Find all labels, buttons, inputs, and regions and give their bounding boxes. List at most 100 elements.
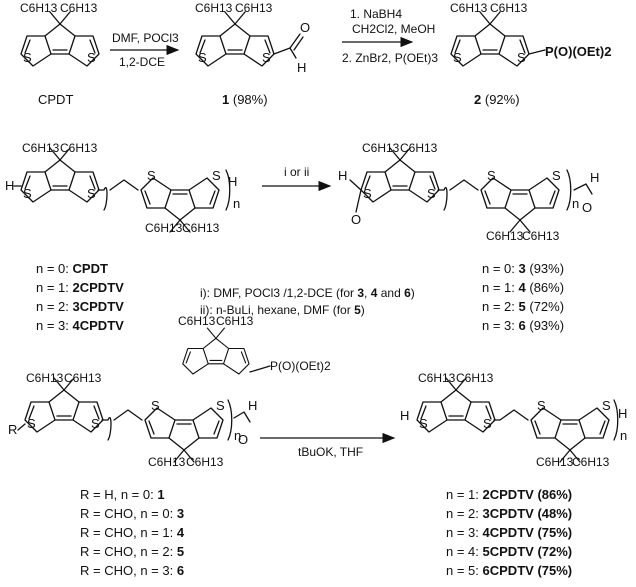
svg-text:S: S [419, 416, 428, 431]
svg-text:R: R [8, 422, 17, 437]
svg-text:C6H13: C6H13 [456, 371, 494, 385]
svg-text:n: n [234, 428, 241, 443]
svg-text:n = 3: 4CPDTV: n = 3: 4CPDTV [36, 318, 124, 333]
svg-text:S: S [212, 168, 221, 183]
svg-text:S: S [91, 416, 100, 431]
svg-text:i or ii: i or ii [284, 165, 309, 179]
row2-right-list: n = 0: 3 (93%) n = 1: 4 (86%) n = 2: 5 (… [482, 261, 564, 333]
arrow-3: i or ii [262, 165, 332, 192]
sulfur-atom: S [87, 50, 96, 65]
svg-text:C6H13: C6H13 [178, 314, 216, 328]
reactant-r-structure: C6H13 C6H13 S S R S S C6H13 C6H13 H O n [8, 371, 257, 469]
svg-text:C6H13: C6H13 [26, 371, 64, 385]
arrow-4: tBuOK, THF [260, 432, 396, 459]
svg-text:S: S [216, 398, 225, 413]
svg-text:H: H [5, 178, 14, 193]
svg-text:C6H13: C6H13 [195, 1, 233, 15]
svg-text:S: S [602, 398, 611, 413]
svg-text:n: n [620, 428, 627, 443]
svg-text:O: O [238, 432, 248, 447]
svg-text:n = 1: 4 (86%): n = 1: 4 (86%) [482, 280, 564, 295]
svg-text:S: S [487, 168, 496, 183]
svg-text:S: S [198, 50, 207, 65]
phosphonate-reagent-structure: C6H13 C6H13 P(O)(OEt)2 [178, 314, 331, 375]
row3-right-list: n = 1: 2CPDTV (86%) n = 2: 3CPDTV (48%) … [446, 487, 572, 578]
svg-text:C6H13: C6H13 [400, 141, 438, 155]
row2-conditions: i): DMF, POCl3 /1,2-DCE (for 3, 4 and 6)… [200, 286, 415, 317]
svg-text:n: n [572, 196, 579, 211]
svg-text:n = 0: CPDT: n = 0: CPDT [36, 261, 108, 276]
svg-text:tBuOK, THF: tBuOK, THF [298, 445, 363, 459]
svg-text:n = 2: 3CPDTV (48%): n = 2: 3CPDTV (48%) [446, 506, 572, 521]
svg-text:1. NaBH4: 1. NaBH4 [350, 7, 402, 21]
svg-text:S: S [27, 416, 36, 431]
svg-text:H: H [338, 168, 347, 183]
svg-text:C6H13: C6H13 [536, 455, 574, 469]
svg-text:R = CHO, n = 1: 4: R = CHO, n = 1: 4 [80, 525, 185, 540]
svg-text:C6H13: C6H13 [182, 221, 220, 235]
arrow-2: 1. NaBH4 CH2Cl2, MeOH 2. ZnBr2, P(OEt)3 [342, 7, 438, 65]
oligomer-left-structure: C6H13 C6H13 S S H S S C6H13 C6H13 H n [5, 141, 240, 235]
svg-text:n: n [233, 196, 240, 211]
svg-text:C6H13: C6H13 [450, 1, 488, 15]
svg-text:n = 1: 2CPDTV: n = 1: 2CPDTV [36, 280, 124, 295]
svg-text:R = CHO, n = 0: 3: R = CHO, n = 0: 3 [80, 506, 184, 521]
svg-text:H: H [618, 406, 627, 421]
svg-text:n = 4: 5CPDTV (72%): n = 4: 5CPDTV (72%) [446, 544, 572, 559]
hexyl-label: C6H13 [20, 1, 58, 15]
svg-text:C6H13: C6H13 [522, 229, 560, 243]
svg-text:S: S [552, 168, 561, 183]
svg-text:C6H13: C6H13 [490, 1, 528, 15]
svg-text:C6H13: C6H13 [60, 141, 98, 155]
arrow-1-reagents: DMF, POCl3 [112, 31, 179, 45]
svg-text:O: O [300, 20, 310, 35]
svg-text:S: S [483, 416, 492, 431]
svg-text:S: S [537, 398, 546, 413]
svg-text:S: S [517, 50, 526, 65]
svg-text:n = 5: 6CPDTV (75%): n = 5: 6CPDTV (75%) [446, 563, 572, 578]
svg-text:n = 2: 3CPDTV: n = 2: 3CPDTV [36, 299, 124, 314]
row2-left-list: n = 0: CPDT n = 1: 2CPDTV n = 2: 3CPDTV … [36, 261, 124, 333]
product-1-label: 1 (98%) [222, 92, 268, 107]
cpdt-start-structure: C6H13 C6H13 S S [20, 1, 100, 67]
svg-text:C6H13: C6H13 [22, 141, 60, 155]
svg-text:ii): n-BuLi, hexane, DMF (for: ii): n-BuLi, hexane, DMF (for 5) [200, 303, 365, 317]
hexyl-label: C6H13 [60, 1, 98, 15]
svg-text:H: H [248, 398, 257, 413]
svg-text:O: O [351, 212, 361, 227]
svg-text:S: S [363, 186, 372, 201]
svg-text:S: S [87, 186, 96, 201]
svg-text:C6H13: C6H13 [148, 455, 186, 469]
svg-text:n = 2: 5 (72%): n = 2: 5 (72%) [482, 299, 564, 314]
svg-text:n = 0: 3 (93%): n = 0: 3 (93%) [482, 261, 564, 276]
svg-text:R = CHO, n = 3: 6: R = CHO, n = 3: 6 [80, 563, 184, 578]
svg-text:S: S [453, 50, 462, 65]
svg-text:S: S [151, 398, 160, 413]
svg-text:n = 1: 2CPDTV (86%): n = 1: 2CPDTV (86%) [446, 487, 572, 502]
svg-text:P(O)(OEt)2: P(O)(OEt)2 [545, 44, 611, 59]
svg-text:C6H13: C6H13 [186, 455, 224, 469]
svg-text:P(O)(OEt)2: P(O)(OEt)2 [270, 359, 331, 373]
svg-text:C6H13: C6H13 [362, 141, 400, 155]
svg-text:R = H, n = 0: 1: R = H, n = 0: 1 [80, 487, 165, 502]
product-2-label: 2 (92%) [474, 92, 520, 107]
svg-text:C6H13: C6H13 [572, 455, 610, 469]
svg-text:H: H [590, 170, 599, 185]
cpdt-label: CPDT [38, 92, 73, 107]
svg-text:C6H13: C6H13 [145, 221, 183, 235]
svg-text:S: S [427, 186, 436, 201]
svg-text:O: O [582, 200, 592, 215]
svg-text:C6H13: C6H13 [235, 1, 273, 15]
svg-text:H: H [228, 174, 237, 189]
svg-text:R = CHO, n = 2: 5: R = CHO, n = 2: 5 [80, 544, 184, 559]
svg-text:i): DMF, POCl3 /1,2-DCE (for 3: i): DMF, POCl3 /1,2-DCE (for 3, 4 and 6) [200, 286, 415, 300]
svg-text:CH2Cl2, MeOH: CH2Cl2, MeOH [352, 22, 435, 36]
product-oligomer-structure: C6H13 C6H13 S S H S S C6H13 C6H13 H n [400, 371, 627, 469]
product-2-structure: C6H13 C6H13 S S P(O)(OEt)2 [450, 1, 611, 67]
svg-text:S: S [262, 50, 271, 65]
svg-text:S: S [23, 186, 32, 201]
row3-left-list: R = H, n = 0: 1 R = CHO, n = 0: 3 R = CH… [80, 487, 185, 578]
svg-text:2. ZnBr2, P(OEt)3: 2. ZnBr2, P(OEt)3 [342, 51, 438, 65]
arrow-1-solvent: 1,2-DCE [119, 55, 165, 69]
